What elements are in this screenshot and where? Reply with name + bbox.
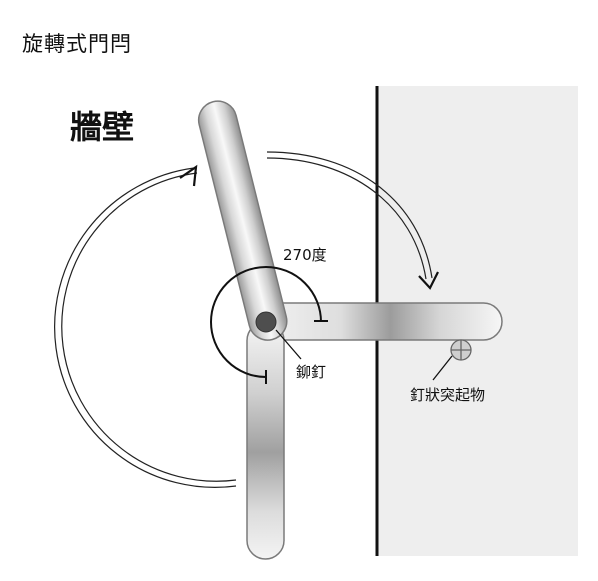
tilted-bar: [197, 100, 288, 341]
stud-label: 釘狀突起物: [410, 386, 486, 404]
horizontal-bar: [253, 302, 503, 341]
rotation-arrow-right: [266, 151, 433, 279]
rotation-arrowhead-left: [179, 164, 198, 187]
angle-arc: [210, 266, 322, 378]
angle-label: 270度: [283, 246, 327, 264]
rivet-leader: [275, 329, 302, 360]
rotation-arrow-left: [54, 167, 237, 488]
page-title: 旋轉式門閂: [22, 32, 132, 56]
wall-label: 牆壁: [70, 108, 135, 146]
rivet-label: 鉚釘: [296, 363, 327, 381]
rivet: [255, 311, 277, 333]
stud-leader: [432, 355, 453, 381]
vertical-bar-down: [246, 321, 285, 560]
rotation-arrowhead-right: [418, 271, 439, 290]
